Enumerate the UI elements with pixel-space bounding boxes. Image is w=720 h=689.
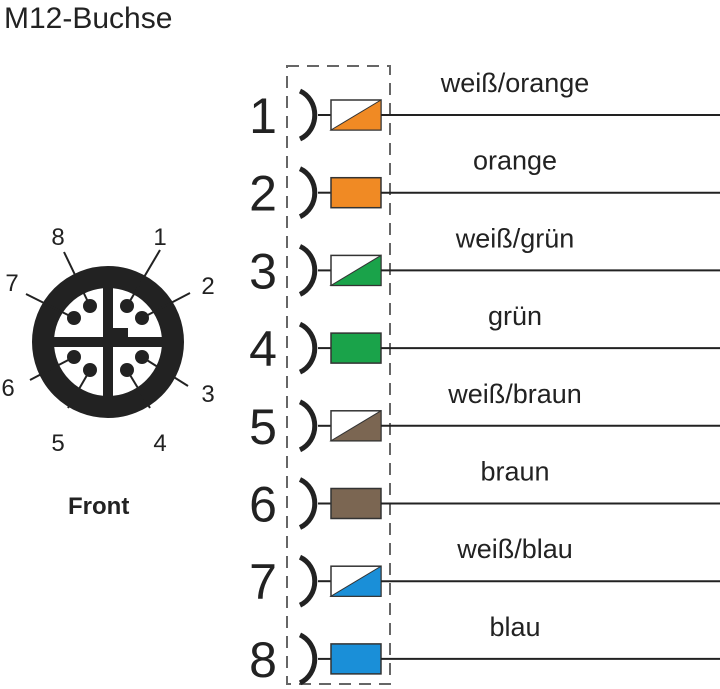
pin-leader-line — [25, 293, 75, 319]
m12-connector-front: 1 2 3 4 5 6 7 8 — [1, 224, 214, 457]
wire-row-8: 8 blau — [249, 612, 720, 688]
wire-row-7: 7 weiß/blau — [249, 534, 720, 610]
pin-number-label: 3 — [201, 381, 214, 408]
socket-contact-icon — [298, 554, 318, 608]
front-view-label: Front — [68, 493, 130, 520]
wire-color-label: braun — [480, 457, 549, 487]
wire-color-label: weiß/blau — [456, 534, 573, 564]
pin-number: 3 — [249, 243, 277, 299]
wire-row-5: 5 weiß/braun — [249, 379, 720, 455]
wire-color-box — [330, 176, 382, 209]
socket-contact-icon — [298, 244, 318, 297]
pin-number-label: 4 — [153, 430, 166, 457]
pin-leader-line — [126, 369, 151, 409]
wire-row-6: 6 braun — [249, 457, 720, 533]
wire-color-label: grün — [488, 301, 542, 331]
wire-color-label: blau — [489, 612, 540, 642]
pin-number: 1 — [249, 88, 277, 144]
socket-contact-icon — [298, 88, 318, 142]
pin-number: 2 — [249, 166, 277, 222]
socket-contact-icon — [298, 166, 318, 219]
wire-row-2: 2 orange — [249, 146, 720, 222]
socket-contact-icon — [298, 399, 318, 453]
connector-pin — [135, 350, 149, 364]
connector-pin — [83, 299, 97, 313]
connector-pin — [67, 311, 81, 325]
socket-contact-icon — [298, 632, 318, 686]
pin-number: 7 — [249, 554, 277, 610]
pin-number-label: 5 — [51, 430, 64, 457]
wire-color-label: weiß/orange — [440, 68, 590, 98]
wire-row-4: 4 grün — [249, 301, 720, 377]
pin-number-label: 2 — [201, 273, 214, 300]
pin-leader-line — [126, 249, 161, 307]
wire-color-box — [330, 332, 382, 364]
connector-key — [108, 328, 128, 342]
wire-color-box — [330, 487, 382, 520]
wire-row-3: 3 weiß/grün — [249, 223, 720, 299]
pin-leader-line — [141, 292, 191, 319]
connector-pin — [120, 363, 134, 377]
pin-number: 4 — [249, 321, 277, 377]
wire-color-label: orange — [473, 146, 557, 176]
diagram-title: M12-Buchse — [4, 2, 173, 35]
pin-number-label: 6 — [1, 375, 14, 402]
wire-color-box — [330, 643, 382, 675]
pin-number-label: 1 — [153, 224, 166, 251]
pin-leader-line — [63, 251, 91, 307]
pin-number: 6 — [249, 477, 277, 533]
connector-pin — [135, 311, 149, 325]
connector-pin — [67, 350, 81, 364]
wire-color-label: weiß/braun — [447, 379, 582, 409]
pin-leader-line — [141, 356, 189, 387]
connector-pin — [120, 299, 134, 313]
socket-contact-icon — [298, 321, 318, 375]
connector-housing-outline — [286, 65, 391, 685]
wire-row-1: 1 weiß/orange — [249, 68, 720, 144]
pin-leader-line — [67, 369, 91, 409]
pin-leader-line — [29, 356, 75, 381]
wire-color-label: weiß/grün — [455, 223, 575, 253]
pin-number-label: 8 — [51, 224, 64, 251]
pin-number: 8 — [249, 632, 277, 688]
pin-number: 5 — [249, 399, 277, 455]
socket-contact-icon — [298, 477, 318, 530]
connector-pin — [83, 363, 97, 377]
pin-number-label: 7 — [5, 270, 18, 297]
